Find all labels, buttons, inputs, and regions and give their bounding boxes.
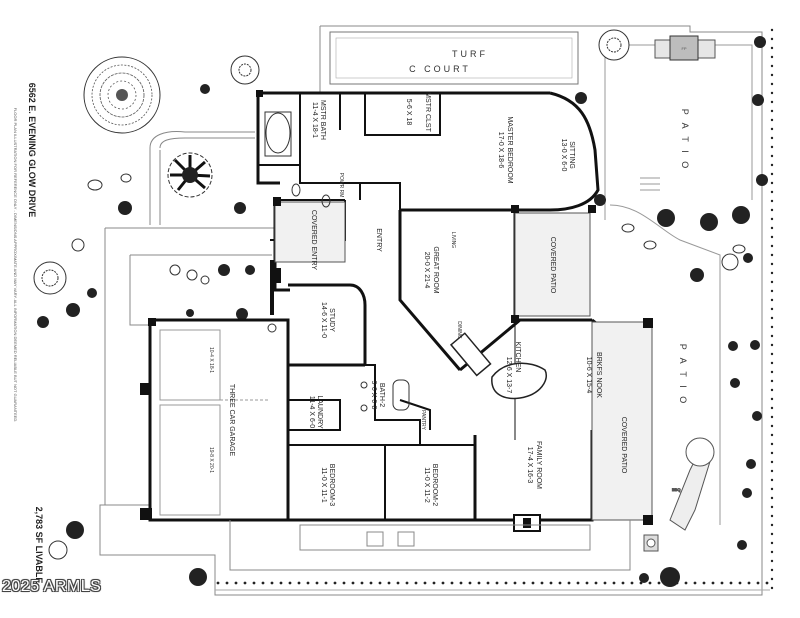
closet-dims: 5-6 X 18 — [405, 99, 412, 126]
shrub-icon — [598, 29, 630, 61]
bedroom2-label: BEDROOM-2 — [431, 464, 438, 507]
agave-icon — [657, 206, 750, 231]
dining-label: DINING — [456, 321, 462, 339]
shrub-icon — [189, 567, 680, 587]
great-room-label: GREAT ROOM — [432, 246, 439, 293]
master-bedroom-dims: 17-0 X 18-6 — [497, 132, 504, 169]
sitting-dims: 13-0 X 6-0 — [560, 139, 567, 172]
agave-icon — [200, 84, 210, 94]
patio-label-top: P A T I O — [680, 109, 690, 172]
pantry-label: PANTRY — [420, 410, 426, 430]
covered-patio-top-label: COVERED PATIO — [549, 237, 556, 294]
shrub-icon — [118, 201, 132, 215]
bath2-dims: 9-6 X 6-8 — [370, 381, 377, 410]
boulder-icon — [87, 173, 132, 191]
covered-patio-areas — [274, 201, 653, 521]
agave-icon — [728, 340, 762, 550]
boulder-icon — [169, 264, 210, 285]
breakfast-nook-dims: 10-6 X 15-4 — [585, 357, 592, 394]
garage-markings — [159, 329, 270, 516]
garage-dims-2: 19-8 X 20-1 — [208, 447, 214, 473]
sitting-label: SITTING — [568, 141, 575, 169]
front-walkway — [229, 520, 631, 571]
master-closet-label: MSTR CLST — [424, 92, 431, 132]
patio-steps — [640, 177, 660, 191]
powder-room-label: POWR RM — [338, 173, 344, 198]
shrub-icon — [33, 261, 67, 295]
covered-entry-label: COVERED ENTRY — [310, 210, 317, 270]
bathtub-icon — [392, 379, 410, 411]
living-label: LIVING — [450, 232, 456, 249]
shrub-icon — [230, 55, 260, 85]
master-bath-label: MSTR BATH — [319, 100, 326, 140]
kitchen-island — [449, 332, 547, 400]
kitchen-label: KITCHEN — [514, 342, 521, 373]
turf-court: TURF C COURT — [329, 31, 579, 85]
shrub-icon — [575, 92, 606, 206]
kitchen-dims: 12-6 X 13-7 — [505, 357, 512, 394]
study-dims: 14-6 X 11-0 — [320, 302, 327, 338]
shrub-icon — [752, 36, 768, 186]
bedroom2-dims: 11-0 X 11-2 — [423, 467, 430, 503]
watermark: 2025 ARMLS — [2, 578, 102, 595]
breakfast-nook-label: BRKFS NOOK — [595, 352, 602, 398]
great-room-dims: 20-0 X 21-4 — [423, 252, 430, 289]
square-feet-label: 2,783 SF LIVABLE — [34, 507, 44, 584]
toilet-icon — [321, 194, 331, 208]
shrub-icon — [48, 521, 84, 560]
bathroom-fixtures — [264, 111, 410, 412]
family-room-fireplace — [513, 514, 541, 532]
study-label: STUDY — [328, 308, 335, 332]
turf-label: TURF — [452, 49, 488, 59]
boulder-icon — [621, 223, 746, 254]
dotted-borders — [216, 28, 774, 590]
disclaimer-text: FLOOR PLAN ILLUSTRATION FOR REFERENCE ON… — [13, 108, 18, 423]
court-label: C COURT — [409, 64, 471, 74]
laundry-label: LAUNDRY — [316, 395, 323, 429]
bedroom3-dims: 11-0 X 11-1 — [320, 467, 327, 503]
address-label: 6562 E. EVENING GLOW DRIVE — [27, 83, 37, 218]
entry-label: ENTRY — [375, 228, 382, 252]
covered-patio-bottom-label: COVERED PATIO — [620, 417, 627, 474]
bedroom3-label: BEDROOM-3 — [328, 464, 335, 507]
patio-label-right: P A T I O — [678, 344, 688, 407]
large-tree-icon — [83, 56, 161, 134]
shrub-icon — [690, 253, 753, 282]
property-outline — [99, 25, 770, 596]
bbq-label: BBQ — [672, 487, 680, 492]
bathtub-icon — [265, 112, 291, 154]
master-bath-dims: 11-4 X 18-1 — [311, 102, 318, 138]
fireplace-label: FP — [681, 46, 686, 51]
master-bedroom-label: MASTER BEDROOM — [506, 116, 513, 183]
mesquite-tree-icon — [167, 152, 213, 198]
water-heater-icon — [267, 323, 277, 333]
garage-dims-1: 10-4 X 18-1 — [208, 347, 214, 373]
structural-columns — [140, 90, 653, 525]
bath2-label: BATH-2 — [378, 383, 385, 407]
toilet-icon — [291, 183, 301, 197]
garage-label: THREE CAR GARAGE — [228, 384, 235, 457]
shrub-icon — [186, 264, 255, 320]
shrub-icon — [234, 202, 246, 214]
laundry-dims: 11-4 X 6-0 — [308, 396, 315, 428]
bbq-area: BBQ — [643, 437, 715, 552]
family-room-dims: 17-4 X 16-3 — [526, 447, 533, 484]
landscape-vegetation — [33, 29, 768, 587]
shrub-icon — [37, 288, 97, 328]
family-room-label: FAMILY ROOM — [535, 441, 542, 489]
shrub-icon — [71, 238, 85, 252]
room-labels: MSTR BATH 11-4 X 18-1 MSTR CLST 5-6 X 18… — [208, 92, 627, 506]
outdoor-fireplace: FP — [654, 35, 716, 61]
